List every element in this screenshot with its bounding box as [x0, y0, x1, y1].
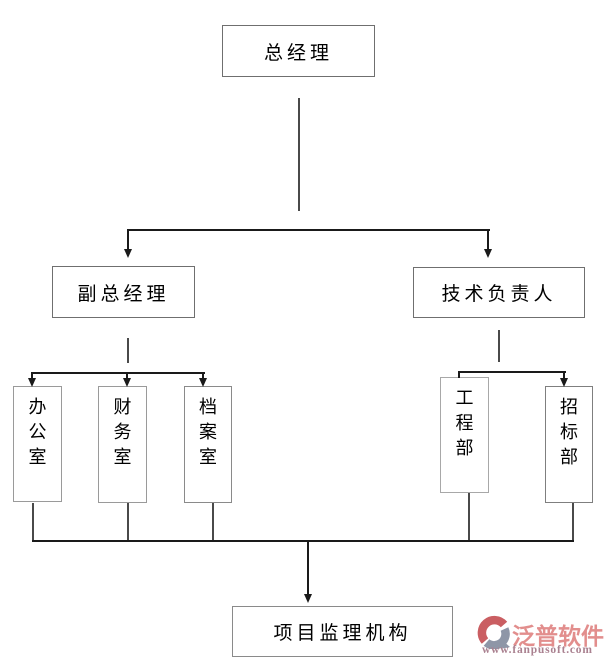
edge-to-office [31, 372, 33, 379]
node-archives-office: 档 案 室 [184, 386, 232, 503]
arrowhead-to-archives [199, 378, 207, 387]
edge-deputy-stub [127, 338, 129, 363]
node-technical-director: 技术负责人 [413, 267, 585, 318]
edge-finance-down [127, 503, 129, 541]
fanpu-logo: 泛普软件 www.fanpusoft.com [476, 610, 611, 662]
edge-to-deputy [127, 229, 129, 250]
arrowhead-to-tech [484, 249, 492, 258]
node-finance-office: 财 务 室 [98, 386, 147, 503]
edge-to-bidding [563, 371, 565, 379]
node-bidding-dept: 招 标 部 [545, 386, 593, 503]
node-general-manager: 总经理 [222, 25, 375, 77]
arrowhead-to-deputy [124, 249, 132, 258]
edge-bottom-collector [32, 540, 574, 542]
arrowhead-to-bidding [560, 378, 568, 387]
arrowhead-to-finance [123, 378, 131, 387]
node-deputy-general-manager: 副总经理 [52, 266, 195, 318]
fanpu-website-url: www.fanpusoft.com [482, 644, 593, 656]
edge-to-archives [202, 372, 204, 379]
edge-to-finance [126, 372, 128, 379]
edge-tech-split [458, 371, 566, 373]
fanpu-logo-text: 泛普软件 [512, 623, 604, 649]
edge-tech-stub [498, 330, 500, 362]
node-project-supervision-org: 项目监理机构 [232, 606, 453, 657]
arrowhead-to-supervision [304, 594, 312, 603]
edge-archives-down [212, 503, 214, 541]
edge-bidding-down [572, 503, 574, 541]
edge-office-down [32, 503, 34, 541]
edge-root-stub [298, 98, 300, 211]
node-office: 办 公 室 [13, 386, 62, 502]
edge-to-engineering [458, 371, 460, 378]
edge-engineering-down [468, 493, 470, 541]
edge-to-supervision [307, 541, 309, 595]
arrowhead-to-office [28, 378, 36, 387]
node-engineering-dept: 工 程 部 [440, 377, 489, 493]
edge-top-split [127, 229, 490, 231]
fanpu-logo-icon [477, 615, 510, 649]
edge-to-tech [487, 229, 489, 250]
edge-deputy-split [32, 372, 205, 374]
